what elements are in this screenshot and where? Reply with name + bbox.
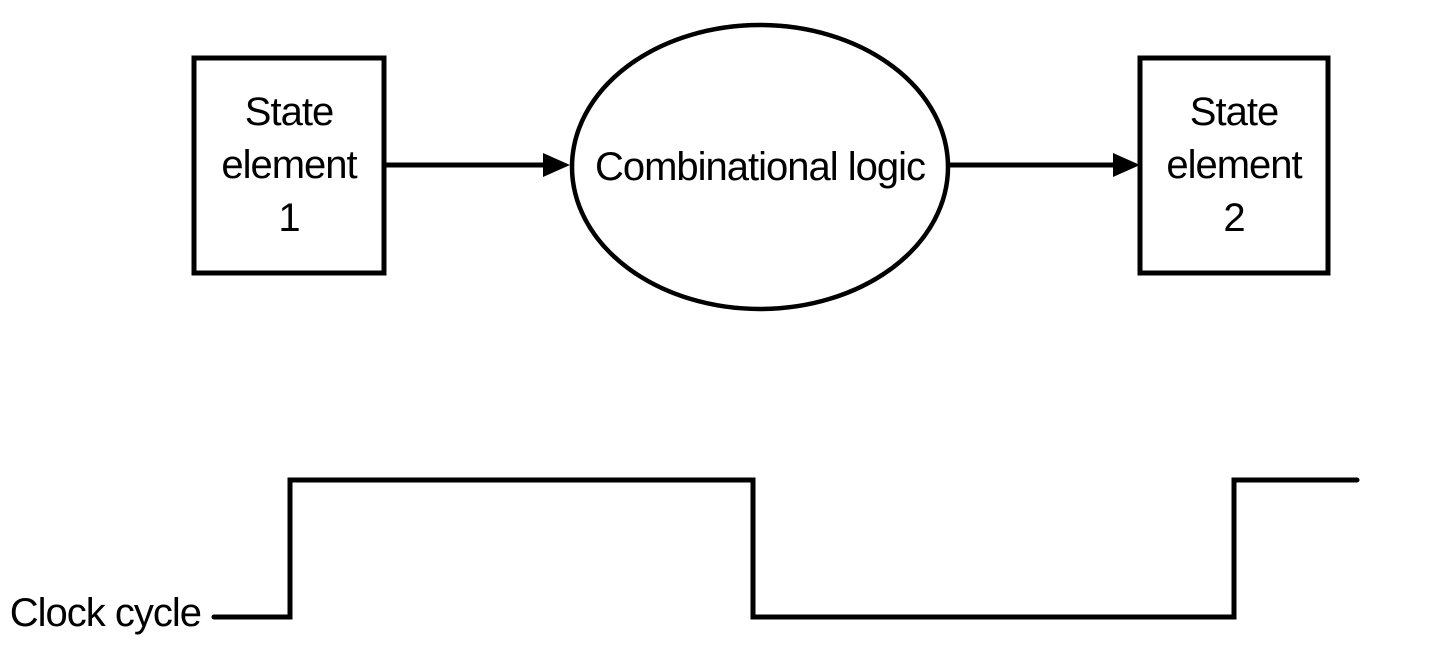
combinational-logic-label: Combinational logic [595,145,925,189]
arrow-1-head-icon [543,153,570,177]
clock-waveform [211,477,1360,620]
state-element-2-label-line3: 2 [1223,196,1244,240]
state-element-1-label-line1: State [245,90,333,134]
combinational-logic-ellipse [569,22,951,312]
state-element-2-label-line1: State [1190,90,1278,134]
state-element-2-label-line2: element [1166,143,1302,187]
state-element-1-label-line3: 1 [278,196,299,240]
arrow-2-head-icon [1113,153,1140,177]
clock-cycle-label: Clock cycle [10,591,201,635]
state-element-2-box [1137,55,1331,276]
state-element-1-label-line2: element [221,143,357,187]
